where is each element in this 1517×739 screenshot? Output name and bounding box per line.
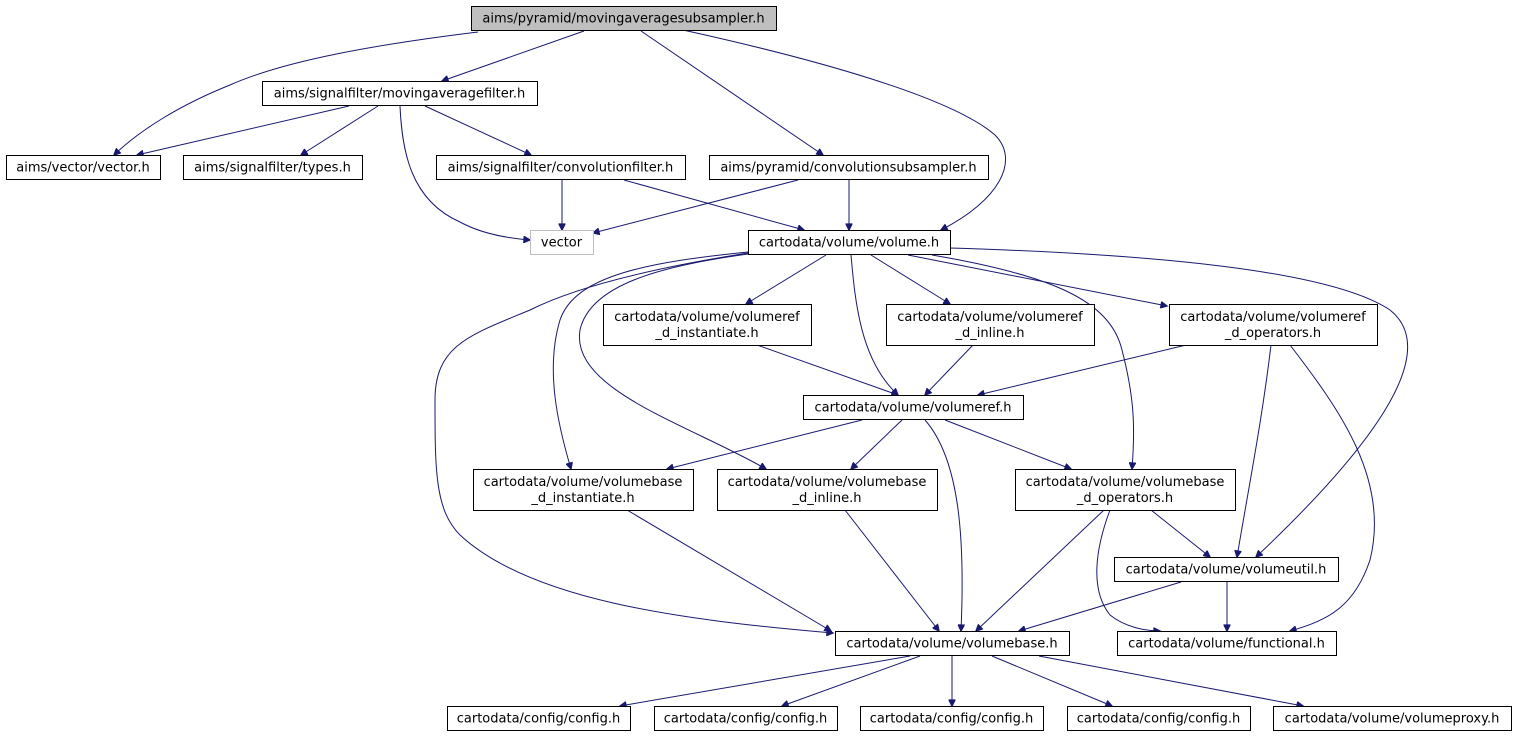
edge-vref-to-vb_ops (944, 419, 1071, 469)
node-cfg2[interactable]: cartodata/config/config.h (654, 706, 838, 731)
node-volume[interactable]: cartodata/volume/volume.h (748, 230, 951, 255)
edge-vb_ops-to-func (1096, 509, 1160, 631)
node-cfg1[interactable]: cartodata/config/config.h (447, 706, 631, 731)
node-cfg3[interactable]: cartodata/config/config.h (860, 706, 1044, 731)
edge-root-to-convs (640, 30, 823, 155)
node-label: cartodata/volume/volumeref (897, 310, 1083, 325)
edge-vr_ops-to-vutil (1237, 344, 1272, 557)
edge-volume-to-vb_inst (552, 251, 749, 469)
edge-volume-to-vr_inst (746, 254, 827, 304)
edge-vbase-to-vproxy (1038, 655, 1303, 706)
node-label: cartodata/volume/volumebase (1026, 475, 1225, 490)
node-label: _d_inline.h (792, 491, 862, 506)
edge-vref-to-vb_inst (667, 419, 863, 469)
node-label: _d_inline.h (955, 326, 1025, 341)
node-label: cartodata/volume/volumebase (484, 475, 683, 490)
edge-vr_inl-to-vref (925, 344, 974, 395)
edge-volume-to-vr_inl (870, 254, 950, 304)
edge-vb_inst-to-vbase (626, 509, 831, 631)
node-label: aims/signalfilter/types.h (194, 161, 351, 176)
edge-volume-to-vref (850, 254, 898, 395)
edge-vr_inst-to-vref (756, 344, 898, 395)
node-label: cartodata/config/config.h (870, 712, 1033, 727)
node-vb_inst[interactable]: cartodata/volume/volumebase_d_instantiat… (473, 469, 694, 511)
node-maf[interactable]: aims/signalfilter/movingaveragefilter.h (262, 81, 538, 106)
edge-root-to-maf (442, 30, 585, 81)
edge-volume-to-vr_ops (907, 254, 1167, 306)
node-label: cartodata/volume/functional.h (1128, 637, 1325, 652)
node-label: cartodata/config/config.h (664, 712, 827, 727)
node-label: aims/vector/vector.h (16, 161, 149, 176)
node-label: cartodata/volume/volumeproxy.h (1285, 712, 1500, 727)
node-vutil[interactable]: cartodata/volume/volumeutil.h (1114, 557, 1339, 582)
edge-volume-to-vb_inl (579, 253, 766, 469)
node-label: cartodata/volume/volume.h (759, 236, 939, 251)
node-label: _d_instantiate.h (530, 491, 634, 506)
edge-vb_inl-to-vbase (844, 509, 939, 631)
node-label: aims/pyramid/convolutionsubsampler.h (720, 161, 976, 176)
node-vb_ops[interactable]: cartodata/volume/volumebase_d_operators.… (1015, 469, 1236, 511)
node-types[interactable]: aims/signalfilter/types.h (183, 155, 363, 180)
node-label: aims/pyramid/movingaveragesubsampler.h (482, 12, 764, 27)
node-label: cartodata/config/config.h (457, 712, 620, 727)
node-func[interactable]: cartodata/volume/functional.h (1117, 631, 1337, 656)
edge-vbase-to-cfg2 (782, 655, 921, 706)
node-label: vector (541, 236, 583, 251)
node-vr_inst[interactable]: cartodata/volume/volumeref_d_instantiate… (603, 304, 812, 346)
edge-vr_ops-to-vref (978, 344, 1187, 395)
edge-vb_ops-to-vbase (976, 509, 1105, 631)
node-label: cartodata/volume/volumeref (614, 310, 800, 325)
node-vbase[interactable]: cartodata/volume/volumebase.h (835, 631, 1070, 656)
edge-vbase-to-cfg4 (991, 655, 1112, 706)
edge-vb_ops-to-vutil (1150, 509, 1210, 557)
node-label: aims/signalfilter/movingaveragefilter.h (274, 87, 526, 102)
edge-volume-to-vutil (949, 247, 1408, 557)
node-vector: vector (530, 230, 594, 255)
edge-root-to-vec (114, 31, 479, 155)
node-convf[interactable]: aims/signalfilter/convolutionfilter.h (436, 155, 686, 180)
node-label: cartodata/volume/volumeref.h (815, 401, 1012, 416)
node-vr_inl[interactable]: cartodata/volume/volumeref_d_inline.h (886, 304, 1095, 346)
node-vref[interactable]: cartodata/volume/volumeref.h (803, 395, 1024, 420)
node-label: cartodata/volume/volumeutil.h (1126, 563, 1327, 578)
edge-convs-to-vector (593, 179, 799, 233)
edge-maf-to-types (301, 105, 379, 155)
edge-volume-to-vbase (434, 252, 833, 633)
node-label: aims/signalfilter/convolutionfilter.h (448, 161, 674, 176)
node-vb_inl[interactable]: cartodata/volume/volumebase_d_inline.h (717, 469, 938, 511)
edge-vbase-to-cfg1 (620, 655, 911, 706)
node-label: _d_operators.h (1076, 491, 1173, 506)
edge-vref-to-vb_inl (851, 419, 903, 469)
edge-maf-to-vec (137, 105, 350, 155)
edge-convf-to-volume (623, 179, 804, 230)
node-cfg4[interactable]: cartodata/config/config.h (1067, 706, 1251, 731)
node-label: _d_instantiate.h (654, 326, 758, 341)
node-vr_ops[interactable]: cartodata/volume/volumeref_d_operators.h (1169, 304, 1378, 346)
edge-vref-to-vbase (924, 419, 962, 631)
node-label: cartodata/volume/volumebase.h (846, 637, 1057, 652)
node-root: aims/pyramid/movingaveragesubsampler.h (471, 6, 777, 31)
node-convs[interactable]: aims/pyramid/convolutionsubsampler.h (709, 155, 989, 180)
node-label: cartodata/volume/volumeref (1180, 310, 1366, 325)
node-vproxy[interactable]: cartodata/volume/volumeproxy.h (1273, 706, 1512, 731)
edge-root-to-volume (682, 29, 1006, 230)
node-label: _d_operators.h (1224, 326, 1321, 341)
edge-vutil-to-vbase (1019, 581, 1182, 631)
edge-maf-to-vector (399, 105, 530, 240)
node-label: cartodata/volume/volumebase (728, 475, 927, 490)
node-label: cartodata/config/config.h (1077, 712, 1240, 727)
edge-vr_ops-to-func (1290, 344, 1375, 631)
node-vec[interactable]: aims/vector/vector.h (6, 155, 161, 180)
edge-maf-to-convf (424, 105, 531, 155)
edge-volume-to-vb_ops (931, 254, 1134, 469)
